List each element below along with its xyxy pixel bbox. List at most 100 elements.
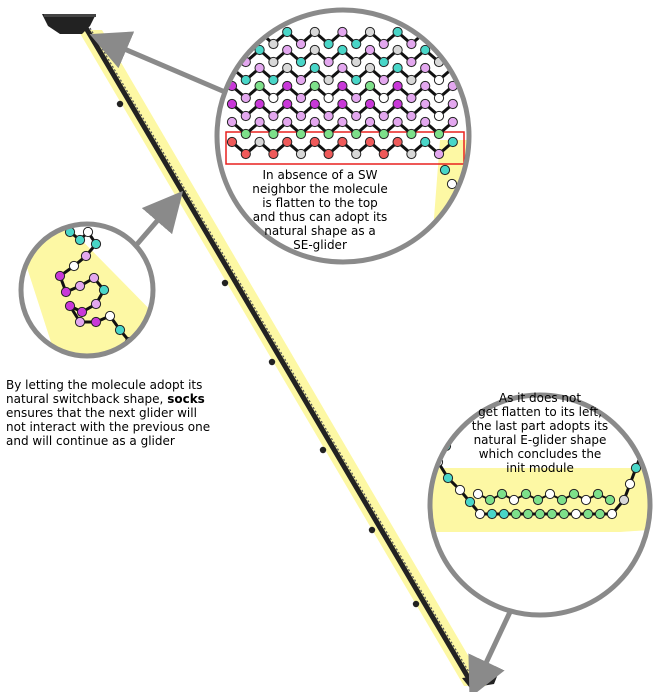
caption-right-line: get flatten to its left, <box>445 405 635 419</box>
caption-left-line: and will continue as a glider <box>6 434 268 448</box>
caption-right-line: init module <box>445 461 635 475</box>
bead <box>269 93 278 102</box>
bead <box>352 129 361 138</box>
bead <box>511 509 520 518</box>
bead <box>269 39 278 48</box>
bead <box>365 117 374 126</box>
chain-knot <box>369 527 375 533</box>
bead <box>440 165 449 174</box>
arrow-left-zoom <box>132 206 170 250</box>
bead <box>521 489 530 498</box>
bead <box>241 149 250 158</box>
bead <box>571 509 580 518</box>
bead <box>241 39 250 48</box>
bead <box>338 45 347 54</box>
bead <box>365 63 374 72</box>
bead <box>91 239 100 248</box>
caption-top-line: SE-glider <box>230 238 410 252</box>
bead <box>485 495 494 504</box>
bead <box>241 129 250 138</box>
bead <box>91 299 100 308</box>
bead <box>255 117 264 126</box>
bead <box>581 495 590 504</box>
bead <box>523 509 532 518</box>
bead <box>434 75 443 84</box>
bead <box>448 27 457 36</box>
bead <box>379 149 388 158</box>
bead <box>310 27 319 36</box>
caption-right-line: the last part adopts its <box>445 419 635 433</box>
bead <box>310 117 319 126</box>
bead <box>91 317 100 326</box>
bead <box>310 45 319 54</box>
chain-knot <box>269 359 275 365</box>
bead <box>455 485 464 494</box>
bead <box>448 117 457 126</box>
bead <box>241 111 250 120</box>
bead <box>499 509 508 518</box>
bead <box>352 75 361 84</box>
chain-knot <box>117 101 123 107</box>
bead <box>115 325 124 334</box>
bead <box>547 509 556 518</box>
bead <box>365 81 374 90</box>
bead <box>296 129 305 138</box>
bead <box>81 251 90 260</box>
bead <box>324 39 333 48</box>
bead <box>310 137 319 146</box>
bead <box>269 111 278 120</box>
bead <box>324 57 333 66</box>
bead <box>393 45 402 54</box>
bead <box>61 287 70 296</box>
bead <box>393 27 402 36</box>
bead <box>227 137 236 146</box>
bead <box>379 129 388 138</box>
bead <box>255 137 264 146</box>
bead <box>605 495 614 504</box>
caption-top-line: is flatten to the top <box>230 196 410 210</box>
bead <box>593 489 602 498</box>
bead <box>255 81 264 90</box>
bead <box>352 39 361 48</box>
bead <box>255 27 264 36</box>
bead <box>407 93 416 102</box>
bead <box>509 495 518 504</box>
bead <box>379 93 388 102</box>
bead <box>255 99 264 108</box>
chain-knot <box>413 601 419 607</box>
bead <box>283 81 292 90</box>
arrow-right-zoom <box>478 612 510 680</box>
bead <box>55 271 64 280</box>
bead <box>227 117 236 126</box>
bead <box>451 221 460 230</box>
bead <box>269 57 278 66</box>
bead <box>407 111 416 120</box>
bead <box>393 117 402 126</box>
bead <box>352 57 361 66</box>
bead <box>379 57 388 66</box>
bead <box>227 99 236 108</box>
bead <box>352 93 361 102</box>
bead <box>533 495 542 504</box>
bead <box>227 45 236 54</box>
caption-right-line: which concludes the <box>445 447 635 461</box>
bead <box>421 63 430 72</box>
bead <box>559 509 568 518</box>
bead <box>465 497 474 506</box>
chain-knot <box>172 197 178 203</box>
bead <box>435 425 444 434</box>
bead <box>283 117 292 126</box>
bead <box>283 27 292 36</box>
socks-keyword: socks <box>167 392 205 406</box>
bead <box>296 111 305 120</box>
bead <box>379 39 388 48</box>
bead <box>379 111 388 120</box>
bead <box>497 489 506 498</box>
bead <box>365 137 374 146</box>
bead <box>447 179 456 188</box>
bead <box>75 281 84 290</box>
bead <box>75 317 84 326</box>
bead <box>283 45 292 54</box>
bead <box>393 81 402 90</box>
bead <box>545 489 554 498</box>
